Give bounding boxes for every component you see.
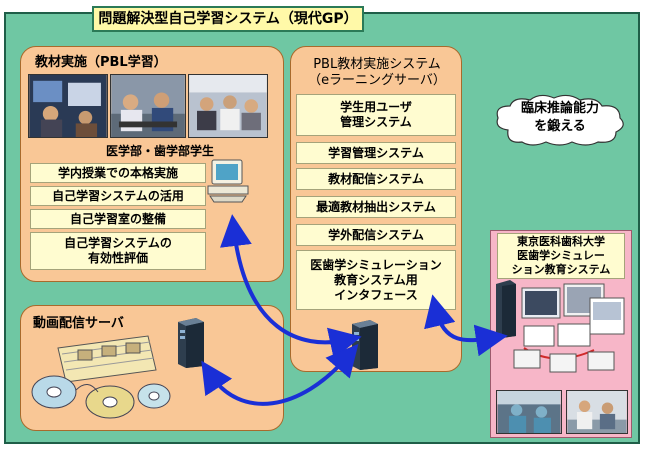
center-item-4: 最適教材抽出システム [296,196,456,218]
cloud-text: 臨床推論能力 を鍛える [520,101,599,134]
training-photo [566,390,628,434]
cloud-shape [496,94,624,146]
classroom-photo-1 [28,74,108,138]
surgery-photo [496,390,562,434]
video-media-illustration [31,335,171,419]
classroom-photo-2 [110,74,186,138]
left-item-3: 自己学習室の整備 [30,209,206,229]
diagram-title: 問題解決型自己学習システム（現代GP） [92,6,364,32]
center-item-2: 学習管理システム [296,142,456,164]
center-panel-title-2: （eラーニングサーバ） [308,73,446,88]
arrow-video-to-server [201,343,359,406]
left-panel-title: 教材実施（PBL学習） [35,55,167,70]
computer-icon [207,159,249,203]
classroom-photo-3 [188,74,268,138]
video-panel-title: 動画配信サーバ [33,316,124,331]
video-server-icon [178,318,204,368]
center-item-1: 学生用ユーザ 管理システム [296,94,456,136]
left-item-4: 自己学習システムの 有効性評価 [30,232,206,270]
clinical-reasoning-cloud: 臨床推論能力 を鍛える [490,92,630,148]
simulation-system-illustration [496,280,625,373]
student-label: 医学部・歯学部学生 [106,144,215,158]
tmd-panel-title: 東京医科歯科大学 医歯学シミュレー ション教育システム [497,233,625,279]
arrow-interface-to-tmd [424,294,508,357]
left-item-1: 学内授業での本格実施 [30,163,206,183]
center-item-3: 教材配信システム [296,168,456,190]
arrow-left-to-server [220,214,362,360]
center-panel-title-1: PBL教材実施システム [313,57,441,72]
left-item-2: 自己学習システムの活用 [30,186,206,206]
